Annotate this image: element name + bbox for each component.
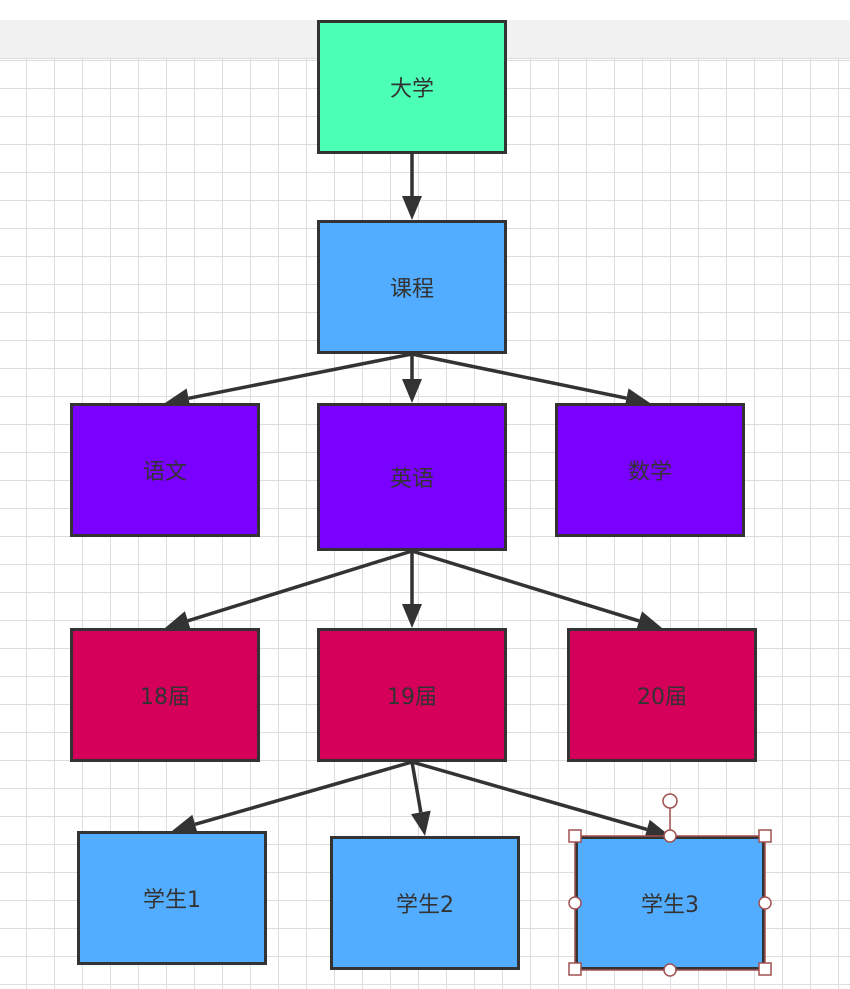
edge-jie19-to-xuesheng3[interactable] — [411, 760, 648, 832]
edge-yingyu-to-jie20[interactable] — [411, 549, 640, 623]
edge-jie19-to-xuesheng2[interactable] — [410, 761, 423, 813]
node-kecheng[interactable]: 课程 — [317, 220, 507, 354]
node-daxue-label: 大学 — [389, 77, 434, 102]
edge-kecheng-to-shuxue[interactable] — [411, 352, 627, 400]
arrowhead-kecheng-to-yingyu — [402, 379, 422, 403]
arrowhead-jie19-to-xuesheng1 — [172, 814, 198, 834]
node-yuwen-label: 语文 — [142, 460, 187, 485]
edge-jie19-to-xuesheng1[interactable] — [194, 760, 413, 827]
edge-yingyu-to-jie18[interactable] — [187, 549, 413, 623]
edge-kecheng-to-yuwen[interactable] — [188, 352, 413, 401]
node-daxue[interactable]: 大学 — [317, 20, 507, 154]
node-shuxue-label: 数学 — [627, 460, 672, 485]
node-xuesheng3-label: 学生3 — [641, 893, 699, 918]
arrowhead-yingyu-to-jie20 — [636, 611, 662, 631]
node-shuxue[interactable]: 数学 — [555, 403, 745, 537]
node-xuesheng1-label: 学生1 — [143, 888, 201, 913]
top-bar — [0, 0, 850, 20]
node-kecheng-label: 课程 — [389, 277, 434, 302]
node-jie20[interactable]: 20届 — [567, 628, 757, 762]
node-jie18[interactable]: 18届 — [70, 628, 260, 762]
node-xuesheng2[interactable]: 学生2 — [330, 836, 520, 970]
arrowhead-daxue-to-kecheng — [402, 196, 422, 220]
arrowhead-yingyu-to-jie19 — [402, 604, 422, 628]
node-jie19-label: 19届 — [387, 685, 437, 710]
arrowhead-yingyu-to-jie18 — [165, 611, 191, 631]
node-jie19[interactable]: 19届 — [317, 628, 507, 762]
node-xuesheng2-label: 学生2 — [396, 893, 454, 918]
node-jie18-label: 18届 — [140, 685, 190, 710]
node-yingyu[interactable]: 英语 — [317, 403, 507, 551]
node-jie20-label: 20届 — [637, 685, 687, 710]
node-yuwen[interactable]: 语文 — [70, 403, 260, 537]
node-xuesheng3[interactable]: 学生3 — [575, 836, 765, 970]
node-xuesheng1[interactable]: 学生1 — [77, 831, 267, 965]
node-yingyu-label: 英语 — [389, 467, 434, 492]
arrowhead-jie19-to-xuesheng2 — [411, 810, 431, 836]
